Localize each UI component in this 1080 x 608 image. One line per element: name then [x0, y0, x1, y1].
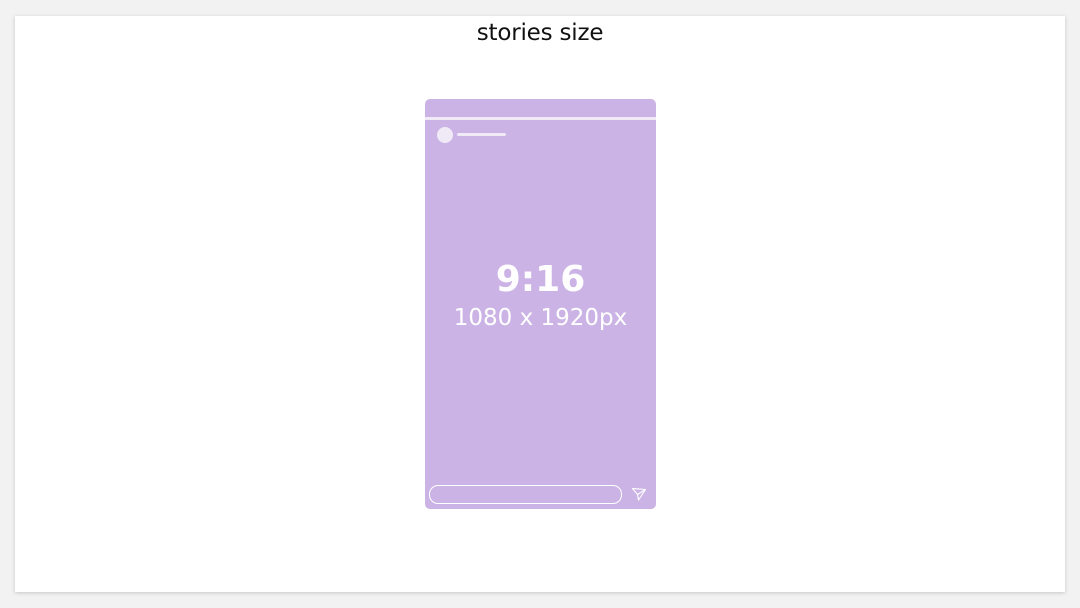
- canvas-card: stories size 9:16 1080 x 1920px: [15, 16, 1065, 592]
- send-icon[interactable]: [631, 486, 647, 502]
- avatar: [437, 127, 453, 143]
- story-progress-bar: [425, 117, 656, 120]
- dimensions-label: 1080 x 1920px: [453, 305, 628, 331]
- page-title: stories size: [476, 20, 604, 46]
- reply-input[interactable]: [429, 485, 622, 504]
- aspect-ratio-label: 9:16: [495, 259, 586, 300]
- username-placeholder: [457, 133, 506, 136]
- story-mockup: 9:16 1080 x 1920px: [425, 99, 656, 509]
